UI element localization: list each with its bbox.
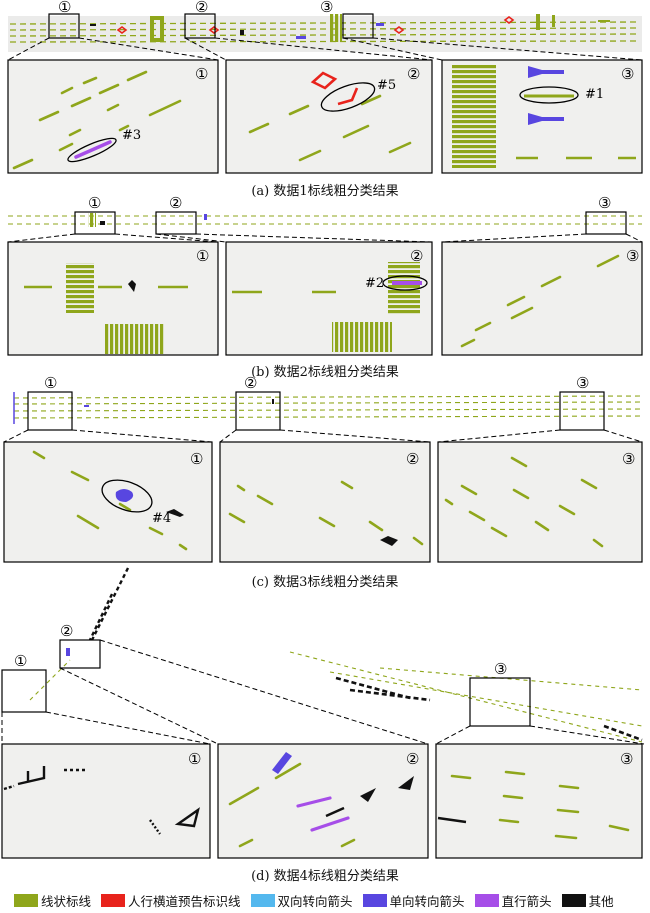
zoom-box-a3 [342, 13, 374, 39]
circle-num-b2: ② [169, 194, 182, 212]
circle-num-c3: ③ [576, 374, 589, 392]
panel-a2: ② #5 [225, 59, 433, 174]
caption-c: (c) 数据3标线粗分类结果 [251, 575, 399, 590]
section-b: ① ② ③ ① ② [7, 194, 643, 356]
panel-d3-num: ③ [620, 750, 633, 768]
caption-d: (d) 数据4标线粗分类结果 [251, 869, 399, 884]
annotation-b2: #2 [365, 276, 384, 291]
annotation-a1: #3 [122, 128, 141, 143]
circle-num-b3: ③ [598, 194, 611, 212]
panel-b1: ① [7, 241, 219, 356]
panel-b2: ② #2 [225, 241, 433, 356]
panel-d1-num: ① [188, 750, 201, 768]
highlight-ellipse-a1 [67, 137, 117, 163]
circle-num-c1: ① [44, 374, 57, 392]
panel-c3-num: ③ [622, 450, 635, 468]
panel-d3: ③ [435, 743, 643, 859]
section-d: ① ② ③ ① ② [1, 567, 645, 859]
circle-num-a3: ③ [320, 0, 333, 16]
zoom-box-c1 [27, 391, 73, 431]
circle-num-a1: ① [58, 0, 71, 16]
panel-b2-num: ② [410, 247, 423, 265]
legend-swatch-straight-arrow [474, 893, 499, 907]
panel-d1: ① [1, 743, 211, 859]
legend-item-line: 线状标线 [14, 891, 91, 910]
legend-item-one-way-arrow: 单向转向箭头 [362, 891, 465, 910]
circle-num-d2: ② [60, 622, 73, 640]
panel-c2-num: ② [406, 450, 419, 468]
panel-b3: ③ [441, 241, 643, 356]
panel-d2: ② [217, 743, 429, 859]
zoom-lines-a [7, 37, 643, 61]
highlight-ellipse-a2 [320, 82, 376, 112]
panel-c2: ② [219, 441, 431, 563]
panel-a2-num: ② [407, 65, 420, 83]
annotation-c1: #4 [152, 511, 171, 526]
highlight-ellipse-c1 [101, 479, 153, 513]
legend-item-crosswalk-warning: 人行横道预告标识线 [101, 891, 241, 910]
legend-item-other: 其他 [561, 891, 614, 910]
panel-d2-num: ② [406, 750, 419, 768]
panel-a1-num: ① [195, 65, 208, 83]
zoom-box-b1 [74, 211, 116, 235]
panel-a1: ① #3 [7, 59, 219, 174]
section-c: ① ② ③ ① #4 ② [3, 374, 643, 563]
annotation-a3: #1 [585, 87, 604, 102]
legend-label-two-way-arrow: 双向转向箭头 [277, 893, 353, 909]
panel-c3: ③ [437, 441, 643, 563]
panel-a3: ③ #1 [441, 59, 643, 174]
zoom-box-a2 [184, 13, 216, 39]
overview-strip-a [8, 16, 642, 52]
zoom-box-d1 [1, 669, 47, 713]
panel-b3-num: ③ [626, 247, 639, 265]
circle-num-c2: ② [244, 374, 257, 392]
legend-item-straight-arrow: 直行箭头 [474, 891, 552, 910]
legend-swatch-one-way-arrow [362, 893, 387, 907]
legend-label-line: 线状标线 [41, 893, 92, 909]
legend-swatch-other [561, 893, 586, 907]
legend-label-other: 其他 [588, 893, 614, 909]
panel-c1-num: ① [190, 450, 203, 468]
zoom-lines-c [3, 429, 643, 443]
circle-num-d3: ③ [494, 660, 507, 678]
zoom-box-b2 [155, 211, 197, 235]
zoom-box-a1 [48, 13, 80, 39]
panel-c1: ① #4 [3, 441, 213, 563]
caption-a: (a) 数据1标线粗分类结果 [251, 184, 399, 199]
highlight-ellipse-b2 [382, 275, 428, 291]
zoom-box-c2 [235, 391, 281, 431]
panel-b1-num: ① [196, 247, 209, 265]
section-a: ① ② ③ ① #3 ② [7, 0, 643, 174]
highlight-ellipse-a3 [519, 86, 579, 104]
circle-num-b1: ① [88, 194, 101, 212]
zoom-box-c3 [559, 391, 605, 431]
legend-label-one-way-arrow: 单向转向箭头 [389, 893, 465, 909]
zoom-box-d3 [469, 677, 531, 727]
legend: 线状标线 人行横道预告标识线 双向转向箭头 单向转向箭头 直行箭头 其他 [14, 889, 644, 911]
zoom-box-b3 [585, 211, 627, 235]
zoom-box-d2 [59, 639, 101, 669]
legend-item-two-way-arrow: 双向转向箭头 [250, 891, 353, 910]
annotation-a2: #5 [377, 78, 396, 93]
legend-label-crosswalk-warning: 人行横道预告标识线 [128, 893, 241, 909]
legend-swatch-two-way-arrow [250, 893, 275, 907]
legend-swatch-crosswalk-warning [101, 893, 126, 907]
zoom-lines-b [7, 233, 643, 243]
zoom-lines-d [1, 639, 645, 745]
circle-num-d1: ① [14, 652, 27, 670]
legend-swatch-line [14, 893, 38, 907]
caption-b: (b) 数据2标线粗分类结果 [251, 365, 399, 380]
legend-label-straight-arrow: 直行箭头 [501, 893, 552, 909]
circle-num-a2: ② [195, 0, 208, 16]
panel-a3-num: ③ [621, 65, 634, 83]
